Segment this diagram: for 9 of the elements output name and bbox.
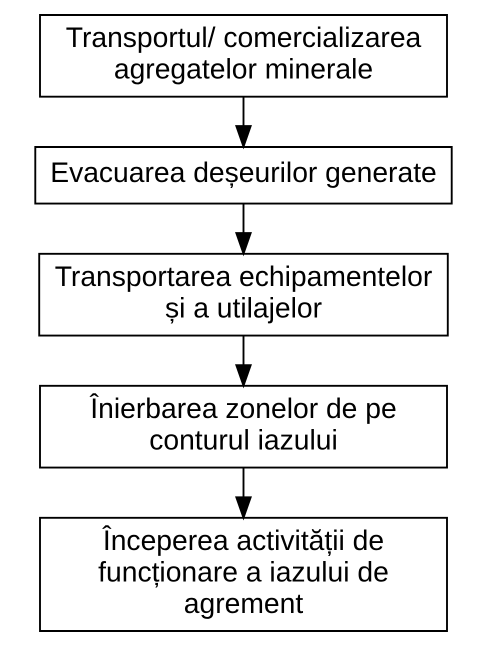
arrow [234,96,252,150]
node-box: Înierbarea zonelor de pe conturul iazului [38,384,448,469]
arrow [234,204,252,256]
node-box: Evacuarea deșeurilor generate [34,146,452,205]
node-box: Transportarea echipamentelor și a utilajelor [38,252,448,337]
node-box: Transportul/ comercializarea agregatelor minerale [38,14,448,98]
node-box: Începerea activității de funcționare a iazului de agrement [38,516,448,632]
arrow [234,336,252,388]
arrow [234,468,252,521]
